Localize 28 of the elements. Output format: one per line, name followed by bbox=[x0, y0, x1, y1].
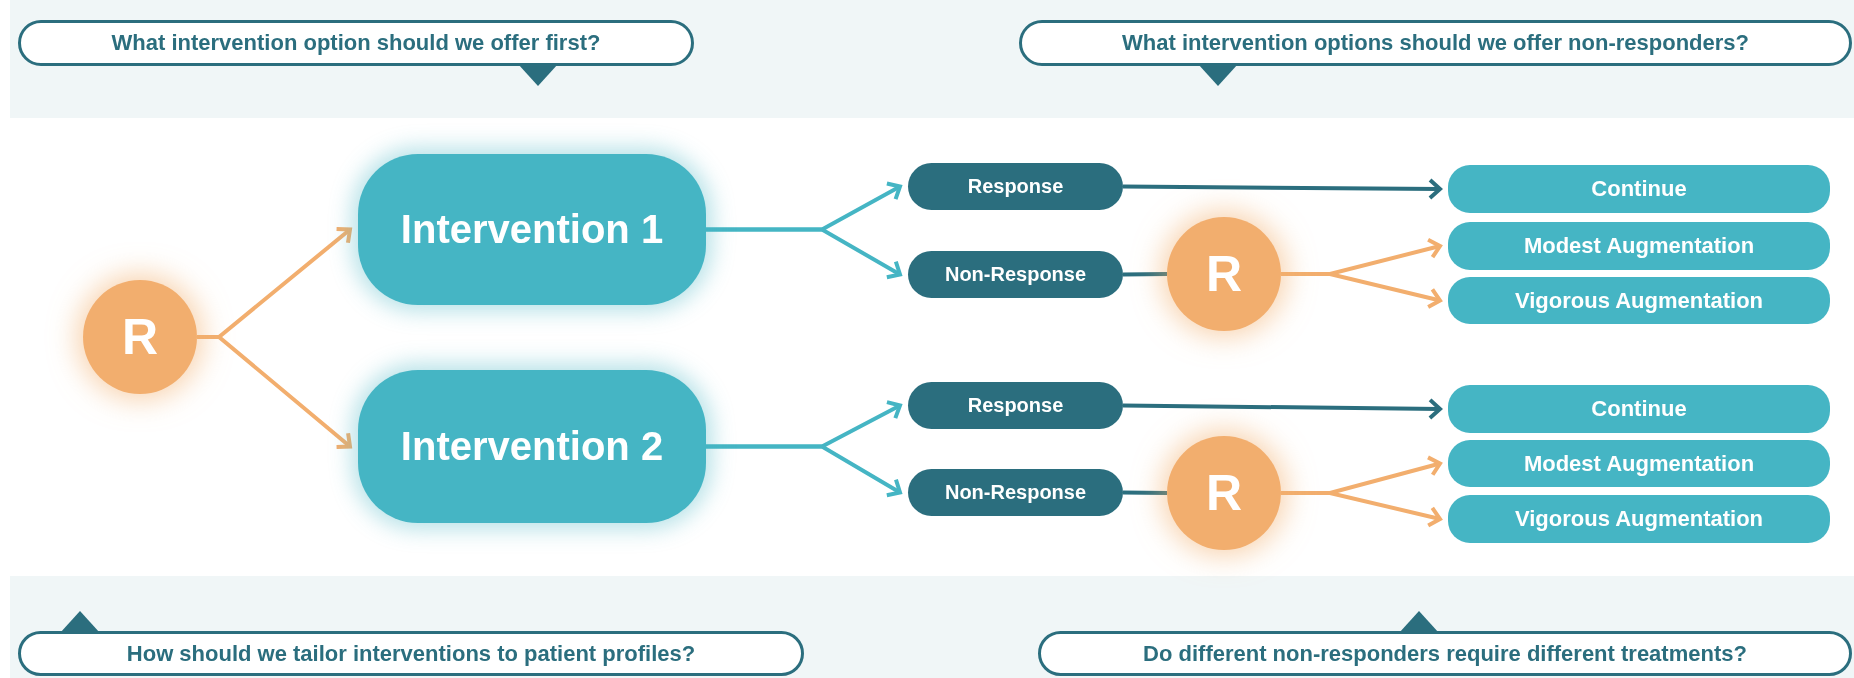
intervention-box: Intervention 1 bbox=[358, 154, 706, 305]
response-box: Response bbox=[908, 382, 1123, 429]
arrow bbox=[706, 227, 902, 280]
option-box: Modest Augmentation bbox=[1448, 222, 1830, 270]
arrow bbox=[1281, 491, 1442, 528]
option-box: Continue bbox=[1448, 165, 1830, 213]
arrow bbox=[706, 444, 902, 498]
response-box: Response bbox=[908, 163, 1123, 210]
arrow bbox=[1123, 177, 1442, 200]
response-box: Non-Response bbox=[908, 469, 1123, 516]
option-box: Continue bbox=[1448, 385, 1830, 433]
option-box: Vigorous Augmentation bbox=[1448, 495, 1830, 543]
response-box: Non-Response bbox=[908, 251, 1123, 298]
question-callout: What intervention options should we offer non-responders? bbox=[1019, 20, 1852, 66]
randomization-circle: R bbox=[1167, 217, 1281, 331]
arrow bbox=[1122, 397, 1442, 420]
randomization-circle: R bbox=[1167, 436, 1281, 550]
randomization-circle: R bbox=[83, 280, 197, 394]
question-callout: What intervention option should we offer first? bbox=[18, 20, 694, 66]
question-callout: Do different non-responders require different treatments? bbox=[1038, 631, 1852, 676]
option-box: Modest Augmentation bbox=[1448, 440, 1830, 487]
intervention-box: Intervention 2 bbox=[358, 370, 706, 523]
connector-line bbox=[1122, 490, 1168, 495]
arrow bbox=[197, 335, 352, 449]
arrow bbox=[1281, 272, 1442, 309]
option-box: Vigorous Augmentation bbox=[1448, 277, 1830, 324]
connector-line bbox=[1122, 272, 1168, 277]
question-callout: How should we tailor interventions to patient profiles? bbox=[18, 631, 804, 676]
